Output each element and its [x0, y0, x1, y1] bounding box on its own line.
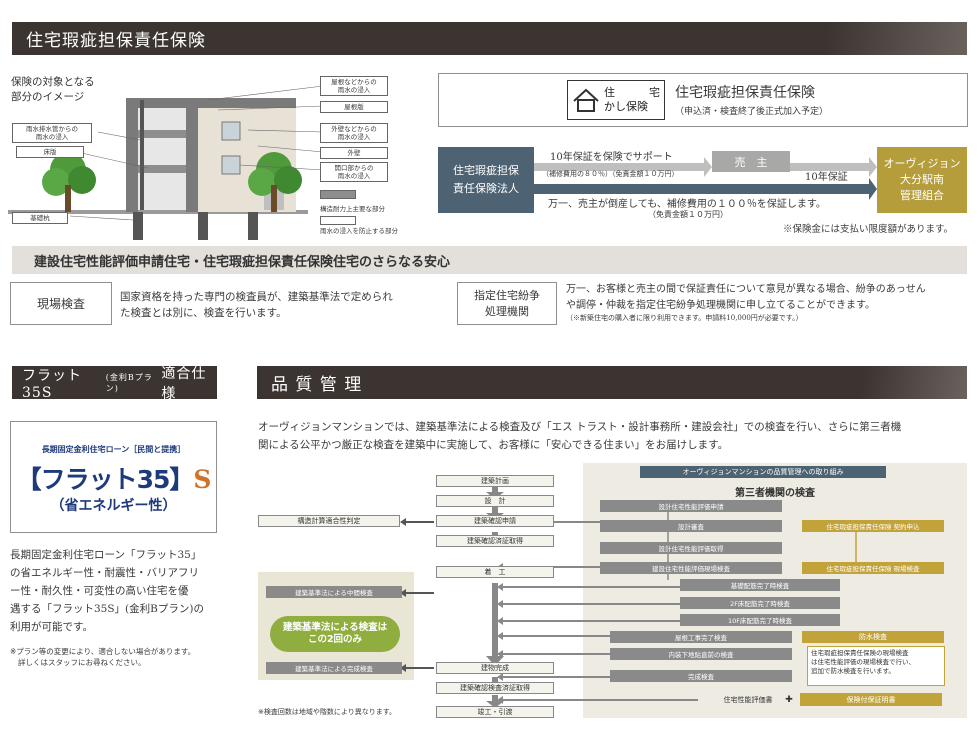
callout-wall-in: 外壁などからの雨水の浸入: [320, 123, 388, 144]
performance-report: 住宅性能評価書: [723, 695, 773, 704]
insurance-certificate: 保険付保証明書: [800, 693, 942, 706]
flow-top-label: 10年保証を保険でサポート: [550, 152, 673, 163]
gold-item-site-inspection: 住宅瑕疵担保責任保険 現場検査: [802, 562, 944, 574]
flow-step-design: 設 計: [436, 495, 554, 507]
flat35s-logo: 長期固定金利住宅ローン［民間と提携］ 【フラット35】S （省エネルギー性）: [10, 421, 217, 533]
insurance-subtitle: （申込済・検査終了後正式加入予定）: [675, 107, 829, 117]
third-party-item-7: 10F床配筋完了時検査: [680, 614, 840, 626]
third-party-item-10: 完成検査: [610, 670, 792, 682]
building-illustration: 保険の対象となる 部分のイメージ: [8, 70, 418, 240]
callout-roof-board: 屋根版: [320, 101, 388, 114]
quality-footnote: ※検査回数は地域や階数により異なります。: [258, 708, 397, 716]
plus-icon: ✚: [785, 694, 793, 705]
insurance-corporation-box: 住宅瑕疵担保 責任保険法人: [438, 147, 534, 213]
third-party-item-3: 設計住宅性能評価取得: [600, 542, 782, 554]
gold-item-contract: 住宅瑕疵担保責任保険 契約申込: [802, 520, 944, 532]
section-header-defect-insurance: 住宅瑕疵担保責任保険: [12, 22, 967, 55]
section-title: 住宅瑕疵担保責任保険: [26, 31, 206, 51]
insurance-box: 住宅 かし保険 住宅瑕疵担保責任保険 （申込済・検査終了後正式加入予定）: [438, 73, 968, 127]
section-header-quality: 品 質 管 理: [257, 366, 967, 399]
third-party-item-8: 屋根工事完了検査: [610, 631, 792, 643]
legend-structure-swatch: [320, 190, 356, 199]
interim-inspection-box: 建築基準法による中間検査: [266, 586, 402, 598]
quality-panel-title: オーヴィジョンマンションの品質管理への取り組み: [640, 466, 886, 478]
third-party-item-6: 2F床配筋完了時検査: [680, 597, 840, 609]
flow-bottom-label: 万一、売主が倒産しても、補修費用の１００％を保証します。: [548, 199, 826, 210]
third-party-item-9: 内装下地貼直前の検査: [610, 648, 792, 660]
only-two-inspections-oval: 建築基準法による検査は この2回のみ: [270, 616, 400, 652]
flow-bottom-sublabel: （免責金額１０万円）: [648, 210, 728, 219]
legend-rain: [320, 216, 416, 225]
callout-roof: 屋根などからの雨水の浸入: [320, 76, 388, 97]
flow-step-inspection-cert: 建築確認検査済証取得: [436, 682, 554, 694]
callout-wall: 外壁: [320, 147, 388, 160]
dispute-agency-label: 指定住宅紛争 処理機関: [457, 282, 557, 325]
legend: 構造耐力上主要な部分 雨水の浸入を防止する部分: [320, 190, 416, 235]
flat35s-description: 長期固定金利住宅ローン「フラット35」 の省エネルギー性・耐震性・バリアフリ ー…: [10, 549, 204, 634]
section-header-extra-safety: 建設住宅性能評価申請住宅・住宅瑕疵担保責任保険住宅のさらなる安心: [12, 246, 967, 274]
insurance-note: ※保険金には支払い限度額があります。: [783, 224, 954, 235]
callout-drain: 雨水排水管からの雨水の浸入: [12, 123, 92, 144]
callout-pile: 基礎杭: [12, 212, 68, 225]
third-party-item-4: 建設住宅性能評価現場検査: [600, 562, 782, 574]
image-caption: 保険の対象となる 部分のイメージ: [11, 76, 95, 103]
flow-step-completion: 建物完成: [436, 662, 554, 674]
gold-item-waterproof: 防水検査: [802, 631, 944, 643]
callout-opening: 開口部からの雨水の浸入: [320, 162, 388, 183]
dispute-agency-text: 万一、お客様と売主の間で保証責任について意見が異なる場合、紛争のあっせん や調停…: [566, 284, 926, 322]
flow-step-confirmation: 建築確認済証取得: [436, 535, 554, 547]
flow-step-construction-start: 着 工: [436, 566, 554, 578]
flat35s-note: ※プラン等の変更により、適合しない場合があります。 詳しくはスタッフにお尋ねくだ…: [10, 647, 196, 668]
site-inspection-text: 国家資格を持った専門の検査員が、建築基準法で定められ た検査とは別に、検査を行い…: [120, 291, 393, 320]
flow-right-label: 10年保証: [805, 172, 848, 183]
building-drawing: [8, 85, 324, 240]
flow-top-sublabel: （補修費用の８０％）（免責金額１０万円）: [542, 170, 679, 178]
flow-step-application: 建築確認申請: [436, 515, 554, 527]
quality-intro: オーヴィジョンマンションでは、建築基準法による検査及び「エス トラスト・設計事務…: [258, 421, 902, 452]
flow-step-handover: 竣工・引渡: [436, 706, 554, 718]
insurance-title: 住宅瑕疵担保責任保険: [675, 85, 815, 101]
callout-floor: 床版: [16, 146, 84, 159]
legend-rain-swatch: [320, 216, 356, 225]
third-party-title: 第三者機関の検査: [735, 488, 815, 499]
house-icon: [573, 88, 599, 112]
third-party-item-1: 設計住宅性能評価申請: [600, 500, 782, 512]
insurance-flow-arrows: [534, 157, 877, 200]
structural-check-box: 構造計算適合性判定: [258, 515, 400, 527]
seller-box: 売 主: [712, 151, 790, 172]
flow-step-planning: 建築計画: [436, 475, 554, 487]
owner-association-box: オーヴィジョン 大分駅南 管理組合: [877, 147, 967, 213]
kashi-hoken-logo: 住宅 かし保険: [567, 80, 665, 120]
section-header-flat35s: フラット35S(金利Bプラン)適合仕様: [12, 366, 217, 402]
third-party-item-2: 設計審査: [600, 520, 782, 532]
site-inspection-label: 現場検査: [10, 282, 112, 325]
legend-structure: [320, 190, 416, 199]
flat35-wordmark: 【フラット35】S: [16, 465, 212, 494]
third-party-item-5: 基礎配筋完了時検査: [680, 579, 840, 591]
gold-note-box: 住宅瑕疵担保責任保険の現場検査 は住宅性能評価の現場検査で行い、 追加で防水検査…: [807, 646, 945, 686]
final-inspection-box: 建築基準法による完成検査: [266, 662, 402, 674]
